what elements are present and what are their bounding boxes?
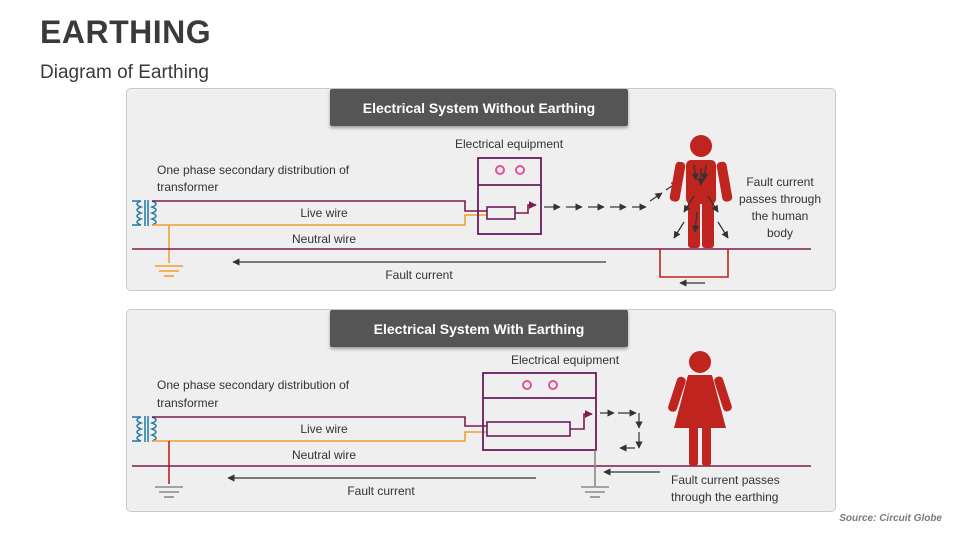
- earth-ground-icon: [581, 486, 609, 498]
- electrical-equipment: [482, 372, 597, 451]
- human-ground-loop: [659, 249, 729, 278]
- p1-fault-current-label: Fault current: [385, 268, 453, 282]
- panel2-banner: Electrical System With Earthing: [330, 310, 628, 347]
- p2-transformer-label-2: transformer: [157, 396, 218, 410]
- body-current-arrows: [673, 164, 729, 239]
- p2-earth-label-1: Fault current passes: [671, 473, 780, 487]
- page-title: EARTHING: [40, 14, 212, 50]
- transformer-coil-icon: [132, 416, 157, 442]
- panel1-banner: Electrical System Without Earthing: [330, 89, 628, 126]
- panel1-diagram: One phase secondary distribution of tran…: [132, 135, 821, 287]
- panel2-diagram: One phase secondary distribution of tran…: [132, 351, 811, 504]
- live-wire-line: [152, 200, 487, 212]
- transformer-coil-icon: [132, 200, 157, 226]
- live-wire-line: [152, 416, 487, 427]
- p2-live-wire-label: Live wire: [300, 422, 348, 436]
- p1-equipment-label: Electrical equipment: [455, 137, 564, 151]
- p1-human-label-1: Fault current: [746, 175, 814, 189]
- p1-live-wire-label: Live wire: [300, 206, 348, 220]
- source-caption: Source: Circuit Globe: [839, 513, 942, 524]
- p2-neutral-wire-label: Neutral wire: [292, 448, 356, 462]
- p1-human-label-3: the human: [752, 209, 809, 223]
- p1-human-label-2: passes through: [739, 192, 821, 206]
- p1-neutral-wire-label: Neutral wire: [292, 232, 356, 246]
- p2-fault-current-label: Fault current: [347, 484, 415, 498]
- p2-transformer-label-1: One phase secondary distribution of: [157, 378, 350, 392]
- earth-ground-icon: [155, 265, 183, 277]
- electrical-equipment: [477, 157, 542, 235]
- neutral-wire-line: [152, 214, 487, 226]
- p1-human-label-4: body: [767, 226, 793, 240]
- fault-path-arrows: [600, 409, 660, 476]
- neutral-wire-line: [152, 431, 487, 442]
- human-figure-icon: [668, 351, 732, 466]
- p1-transformer-label-2: transformer: [157, 180, 218, 194]
- earth-ground-icon: [155, 486, 183, 498]
- p2-earth-label-2: through the earthing: [671, 490, 778, 504]
- p2-equipment-label: Electrical equipment: [511, 353, 620, 367]
- fault-path-arrows: [544, 181, 679, 211]
- page-subtitle: Diagram of Earthing: [40, 62, 209, 83]
- p1-transformer-label-1: One phase secondary distribution of: [157, 163, 350, 177]
